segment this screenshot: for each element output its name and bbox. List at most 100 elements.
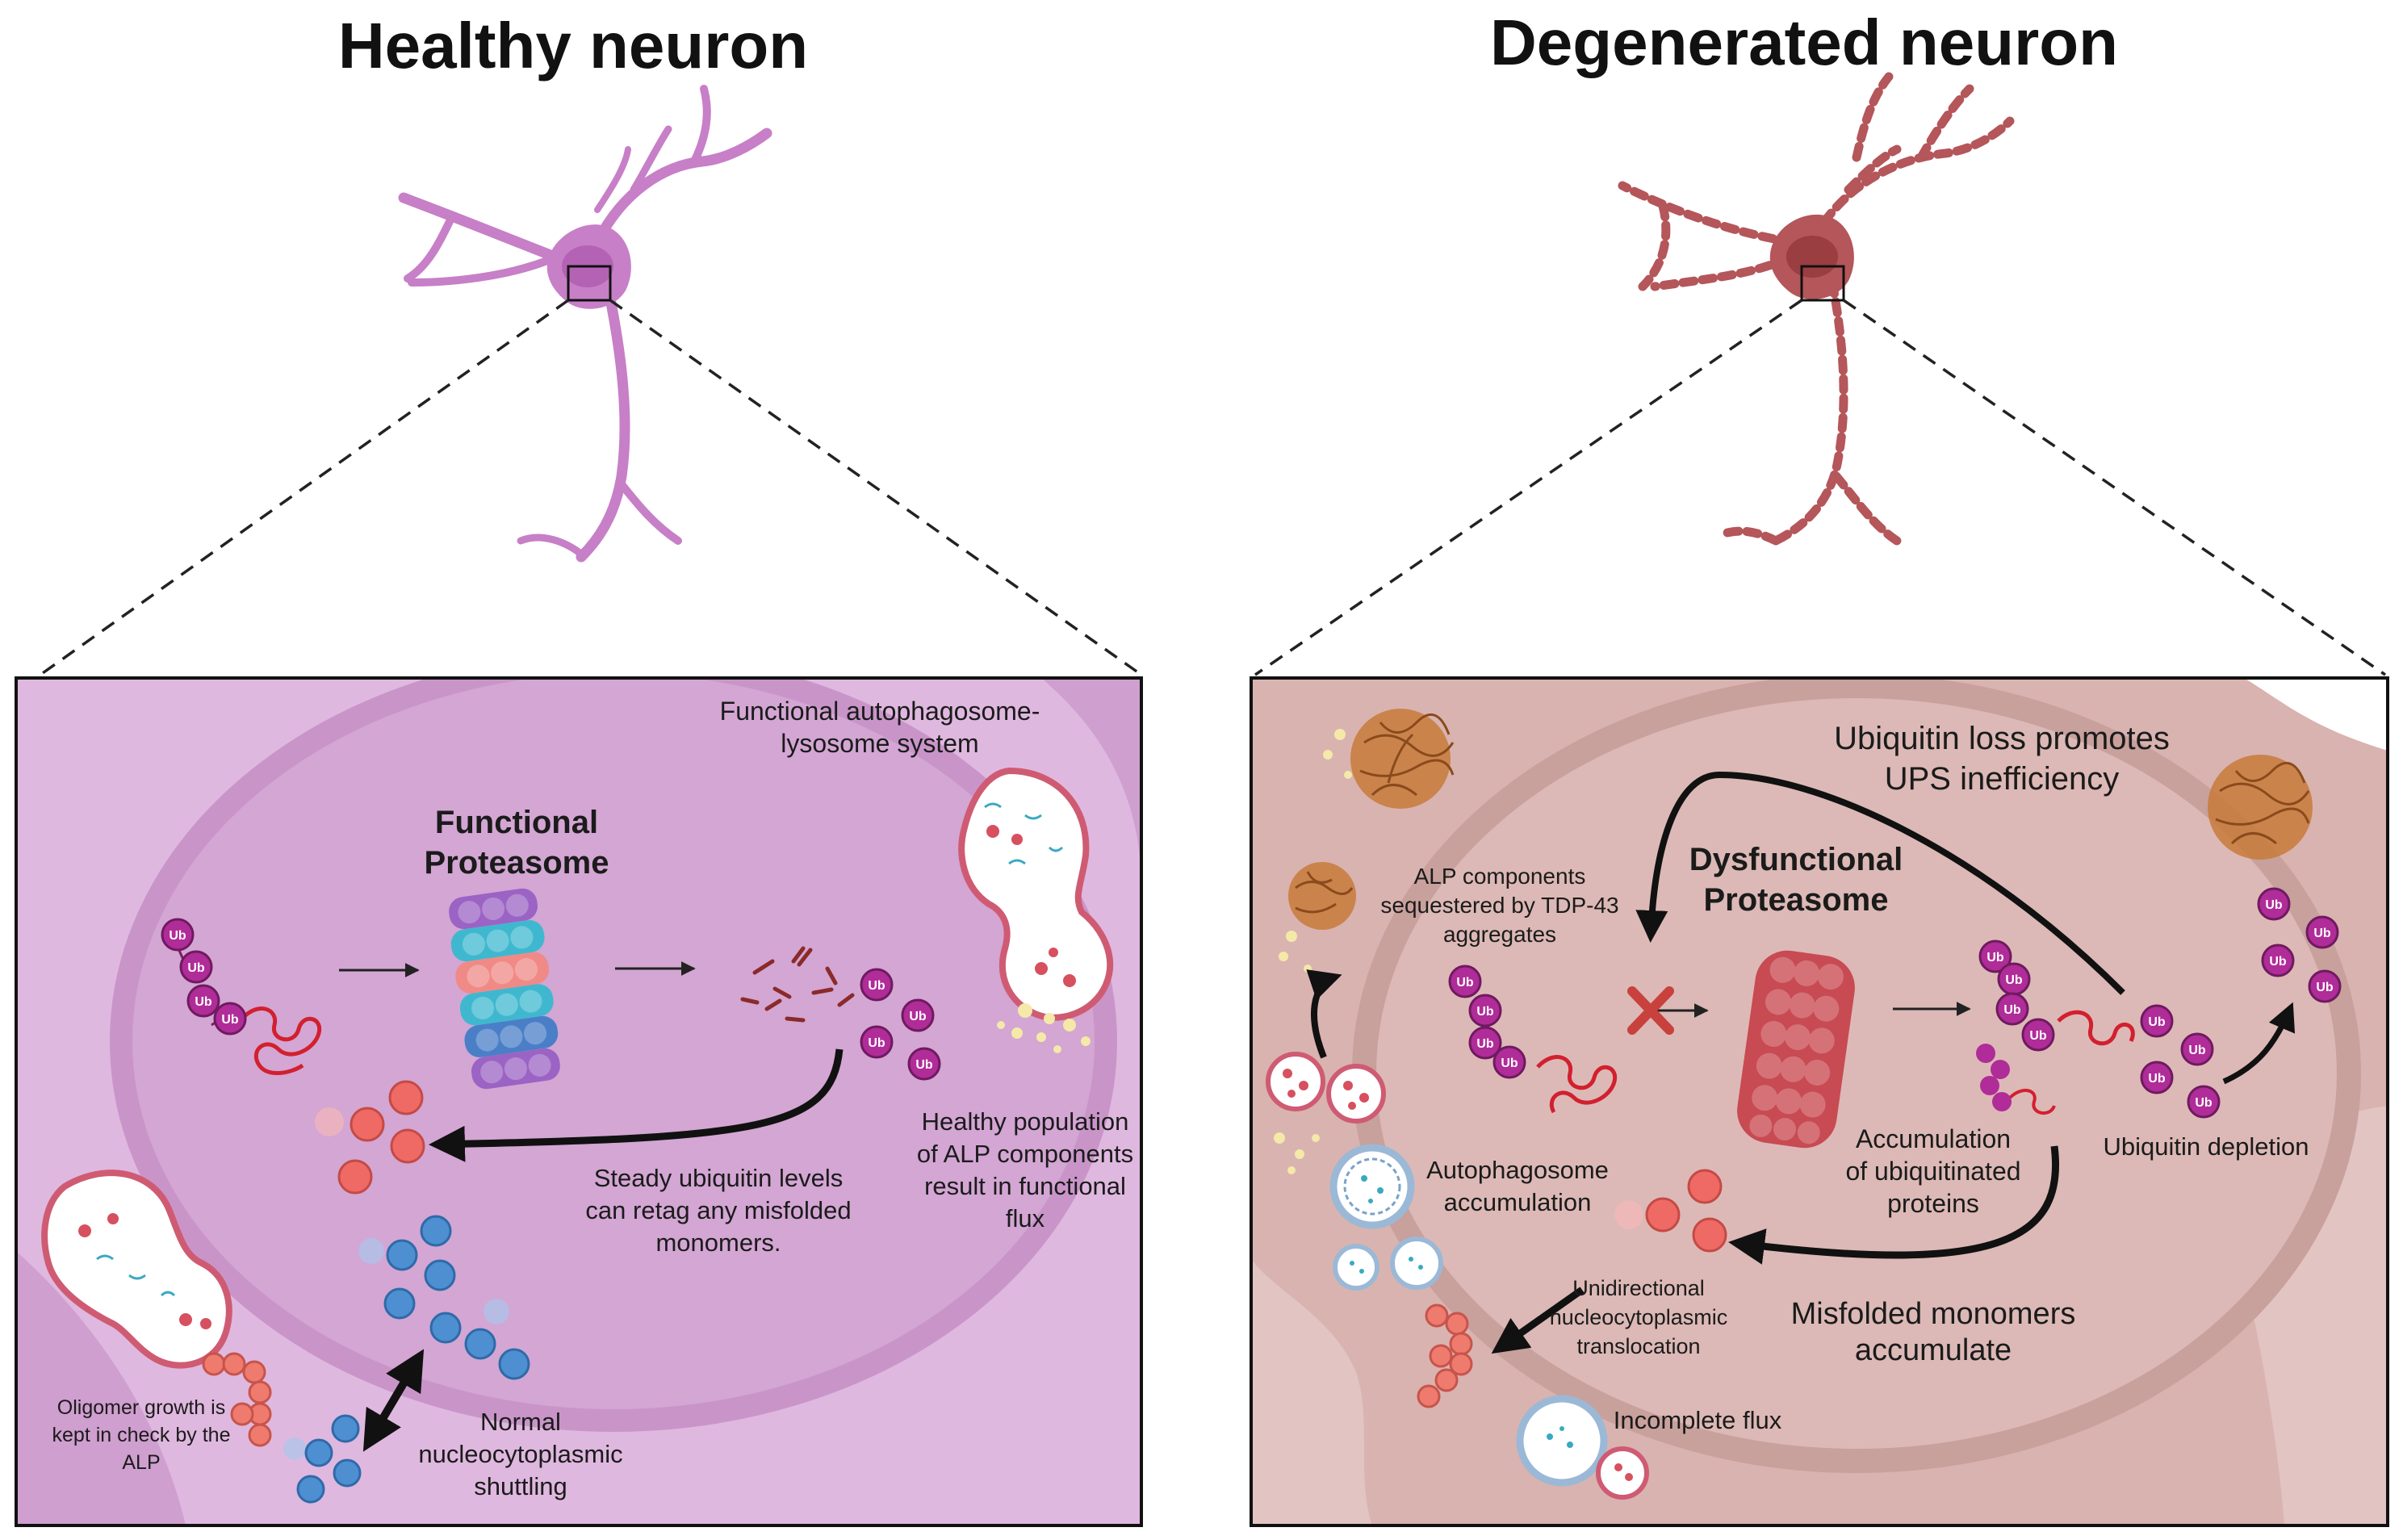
oligomer-growth-label-2: kept in check by the [52, 1424, 231, 1446]
incomplete-flux-vesicle [1516, 1395, 1649, 1500]
unidirectional-label-2: nucleocytoplasmic [1550, 1305, 1728, 1329]
misfolded-accumulate-label-1: Misfolded monomers [1791, 1297, 2076, 1331]
lysosomes-degen [1266, 1052, 1386, 1124]
svg-text:Ub: Ub [2313, 927, 2331, 940]
autophagosome-lysosome-healthy [958, 767, 1114, 1021]
healthy-zoom-box [567, 265, 612, 302]
functional-proteasome-label-1: Functional [435, 805, 598, 840]
healthy-panel-border [15, 676, 1143, 1527]
svg-text:Ub: Ub [187, 961, 205, 975]
sequestration-arrow [1306, 969, 1342, 1059]
ubiquitin-loss-arrow [1635, 771, 2125, 995]
unidirectional-label-3: translocation [1576, 1334, 1700, 1358]
svg-text:Ub: Ub [2148, 1015, 2166, 1029]
healthy-population-label-3: result in functional [924, 1172, 1126, 1200]
autophagosome-small-1 [1333, 1244, 1379, 1291]
misfolded-monomers-degen [1614, 1169, 1727, 1253]
svg-text:Ub: Ub [2265, 898, 2283, 912]
tdp43-aggregate-top [1350, 709, 1455, 809]
incomplete-flux-label: Incomplete flux [1614, 1406, 1782, 1434]
depletion-arrow [2222, 1002, 2296, 1085]
monomer-accumulation-arrow [1728, 1145, 2059, 1265]
accumulation-ubiquitinated-label-2: of ubiquitinated [1845, 1157, 2020, 1186]
svg-text:Ub: Ub [195, 995, 212, 1009]
healthy-panel [15, 676, 1143, 1527]
degenerated-panel-border [1250, 676, 2389, 1527]
degenerated-soma [1769, 214, 1854, 299]
svg-text:Ub: Ub [2188, 1044, 2206, 1057]
healthy-neuron-title: Healthy neuron [338, 10, 808, 82]
svg-text:Ub: Ub [1456, 976, 1474, 990]
svg-text:Ub: Ub [915, 1058, 933, 1072]
misfolded-accumulate-label-2: accumulate [1855, 1333, 2012, 1367]
svg-text:Ub: Ub [1476, 1037, 1494, 1051]
svg-text:Ub: Ub [1986, 951, 2004, 965]
tdp43-aggregate-small [1288, 862, 1356, 930]
ub-chain-degen-left: Ub Ub Ub Ub [1448, 965, 1618, 1114]
svg-text:Ub: Ub [1501, 1057, 1518, 1070]
healthy-population-label-1: Healthy population [922, 1107, 1129, 1136]
dysfunctional-proteasome-label-2: Proteasome [1704, 882, 1889, 918]
healthy-neuron-icon [398, 85, 772, 563]
dysfunctional-proteasome [1737, 950, 1855, 1149]
svg-text:Ub: Ub [2269, 955, 2287, 969]
svg-text:Ub: Ub [221, 1013, 239, 1027]
accumulation-ubiquitinated-label-1: Accumulation [1856, 1124, 2011, 1153]
autophagosome-system-label-2: lysosome system [781, 729, 978, 758]
blocked-x-icon [1627, 986, 1674, 1035]
ubiquitin-loss-label-2: UPS inefficiency [1885, 761, 2120, 797]
ubiquitin-loss-label-1: Ubiquitin loss promotes [1834, 721, 2170, 756]
tdp43-aggregate-right [2208, 755, 2313, 860]
healthy-zoom-line-left [39, 299, 570, 676]
free-ub-healthy: Ub Ub Ub Ub [860, 968, 941, 1081]
healthy-population-label-4: flux [1006, 1204, 1045, 1232]
steady-ubiquitin-label-3: monomers. [655, 1228, 781, 1257]
svg-text:Ub: Ub [2029, 1029, 2047, 1043]
functional-proteasome [449, 888, 560, 1090]
unidirectional-label-1: Unidirectional [1572, 1276, 1705, 1300]
alp-sequestered-label-2: sequestered by TDP-43 [1380, 893, 1618, 918]
accumulated-ub-proteins: Ub Ub Ub Ub [1976, 939, 2135, 1115]
misfolded-monomers-healthy [315, 1080, 425, 1195]
normal-shuttling-label-1: Normal [480, 1408, 561, 1436]
translocation-arrow [1491, 1287, 1585, 1354]
degenerated-zoom-line-left [1254, 299, 1802, 676]
svg-text:Ub: Ub [169, 929, 186, 943]
svg-text:Ub: Ub [868, 1036, 885, 1050]
blue-monomers-cytoplasmic [283, 1414, 362, 1504]
degenerated-neuron-title: Degenerated neuron [1490, 6, 2118, 78]
autophagosome-small-2 [1390, 1237, 1443, 1290]
alp-sequestered-label-3: aggregates [1443, 922, 1556, 947]
steady-ubiquitin-label-2: can retag any misfolded [585, 1196, 851, 1224]
blue-monomers-nuclear [358, 1215, 530, 1380]
healthy-population-label-2: of ALP components [917, 1140, 1133, 1168]
svg-text:Ub: Ub [2005, 973, 2023, 987]
accumulation-ubiquitinated-label-3: proteins [1887, 1189, 1979, 1218]
autophagosome-large [1329, 1144, 1415, 1229]
svg-text:Ub: Ub [2195, 1096, 2213, 1110]
degenerated-neuron-icon [1618, 72, 2015, 546]
alp-sequestered-label-1: ALP components [1414, 864, 1586, 889]
dysfunctional-proteasome-label-1: Dysfunctional [1689, 842, 1903, 877]
oligomer-growth-label-1: Oligomer growth is [57, 1396, 225, 1419]
svg-text:Ub: Ub [2148, 1072, 2166, 1086]
svg-text:Ub: Ub [909, 1010, 927, 1023]
svg-text:Ub: Ub [2003, 1003, 2021, 1017]
cytoplasmic-aggregate-chain [1417, 1304, 1473, 1408]
healthy-zoom-line-right [609, 299, 1143, 676]
ub-chain-healthy-left: Ub Ub Ub Ub [161, 918, 247, 1036]
lysosomal-debris-healthy [997, 1003, 1091, 1053]
steady-ubiquitin-label-1: Steady ubiquitin levels [594, 1164, 843, 1192]
retag-arrow [429, 1048, 844, 1162]
oligomer-chain-healthy [202, 1352, 272, 1447]
degenerated-zoom-line-right [1843, 299, 2386, 676]
degenerated-zoom-box [1800, 265, 1845, 302]
sequestered-ub-right: Ub Ub Ub Ub [2257, 887, 2342, 1003]
alp-debris-degen [1274, 729, 1352, 1174]
peptide-fragments [740, 946, 855, 1023]
autophagosome-accumulation-label-2: accumulation [1444, 1188, 1592, 1216]
depleted-ub: Ub Ub Ub Ub [2140, 1004, 2221, 1119]
autophagosome-accumulation-label-1: Autophagosome [1426, 1156, 1609, 1184]
svg-text:Ub: Ub [868, 979, 885, 993]
